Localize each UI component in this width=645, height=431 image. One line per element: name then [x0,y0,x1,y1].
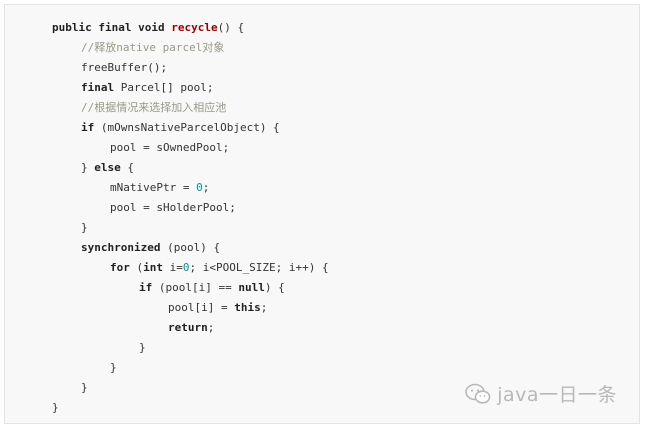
code-token-plain: freeBuffer(); [81,61,168,74]
code-token-comment: //根据情况来选择加入相应池 [81,101,227,114]
code-token-plain: () { [217,21,245,34]
code-line: } [52,398,612,418]
code-token-plain: Parcel[] pool; [120,81,214,94]
code-token-kw: public final void [52,21,172,34]
code-token-plain: ; [207,321,215,334]
code-line: //根据情况来选择加入相应池 [52,98,612,118]
code-line: } else { [52,158,612,178]
code-line: pool = sHolderPool; [52,198,612,218]
code-token-plain: } [81,381,88,394]
code-token-kw: return [168,321,208,334]
code-token-plain: { [127,161,134,174]
code-token-fn: recycle [171,21,218,34]
code-token-plain: ; i<POOL_SIZE; i++) { [189,261,329,274]
code-token-plain: } [52,401,59,414]
code-line: if (mOwnsNativeParcelObject) { [52,118,612,138]
code-token-plain: (mOwnsNativeParcelObject) { [100,121,280,134]
code-line: return; [52,318,612,338]
code-token-plain: ; [260,301,268,314]
wechat-icon [465,383,491,404]
code-token-kw: int [143,261,170,274]
code-token-plain: ; [202,181,210,194]
code-token-plain: } [110,361,117,374]
code-line: synchronized (pool) { [52,238,612,258]
code-panel: public final void recycle() {//释放native … [4,4,640,424]
code-token-kw: null [238,281,265,294]
code-line: } [52,218,612,238]
code-token-kw: for [110,261,137,274]
code-token-plain: ( [136,261,144,274]
code-line: } [52,378,612,398]
code-block: public final void recycle() {//释放native … [52,18,612,418]
code-token-num: 0 [182,261,190,274]
code-token-num: 0 [196,181,203,194]
watermark: java一日一条 [465,380,617,407]
code-line: } [52,338,612,358]
code-line: if (pool[i] == null) { [52,278,612,298]
code-token-plain: pool = sHolderPool; [110,201,236,214]
code-token-plain: (pool) { [167,241,221,254]
code-token-kw: synchronized [81,241,168,254]
code-token-plain: pool = sOwnedPool; [110,141,230,154]
code-token-plain: } [139,341,146,354]
code-line: //释放native parcel对象 [52,38,612,58]
code-token-plain: (pool[i] == [158,281,239,294]
code-token-plain: mNativePtr = [110,181,197,194]
code-line: freeBuffer(); [52,58,612,78]
code-line: mNativePtr = 0; [52,178,612,198]
code-token-plain: ) { [264,281,285,294]
code-line: pool = sOwnedPool; [52,138,612,158]
code-line: pool[i] = this; [52,298,612,318]
code-token-kw: this [234,301,261,314]
watermark-text: java一日一条 [497,384,617,406]
code-line: for (int i=0; i<POOL_SIZE; i++) { [52,258,612,278]
code-token-kw: else [94,161,128,174]
code-line: final Parcel[] pool; [52,78,612,98]
code-token-plain: } [81,221,88,234]
code-token-kw: final [81,81,121,94]
code-token-kw: if [139,281,159,294]
code-line: } [52,358,612,378]
code-token-plain: pool[i] = [168,301,235,314]
code-line: public final void recycle() { [52,18,612,38]
code-token-plain: i= [169,261,183,274]
code-token-plain: } [81,161,95,174]
code-token-kw: if [81,121,101,134]
code-token-comment: //释放native parcel对象 [81,41,225,54]
